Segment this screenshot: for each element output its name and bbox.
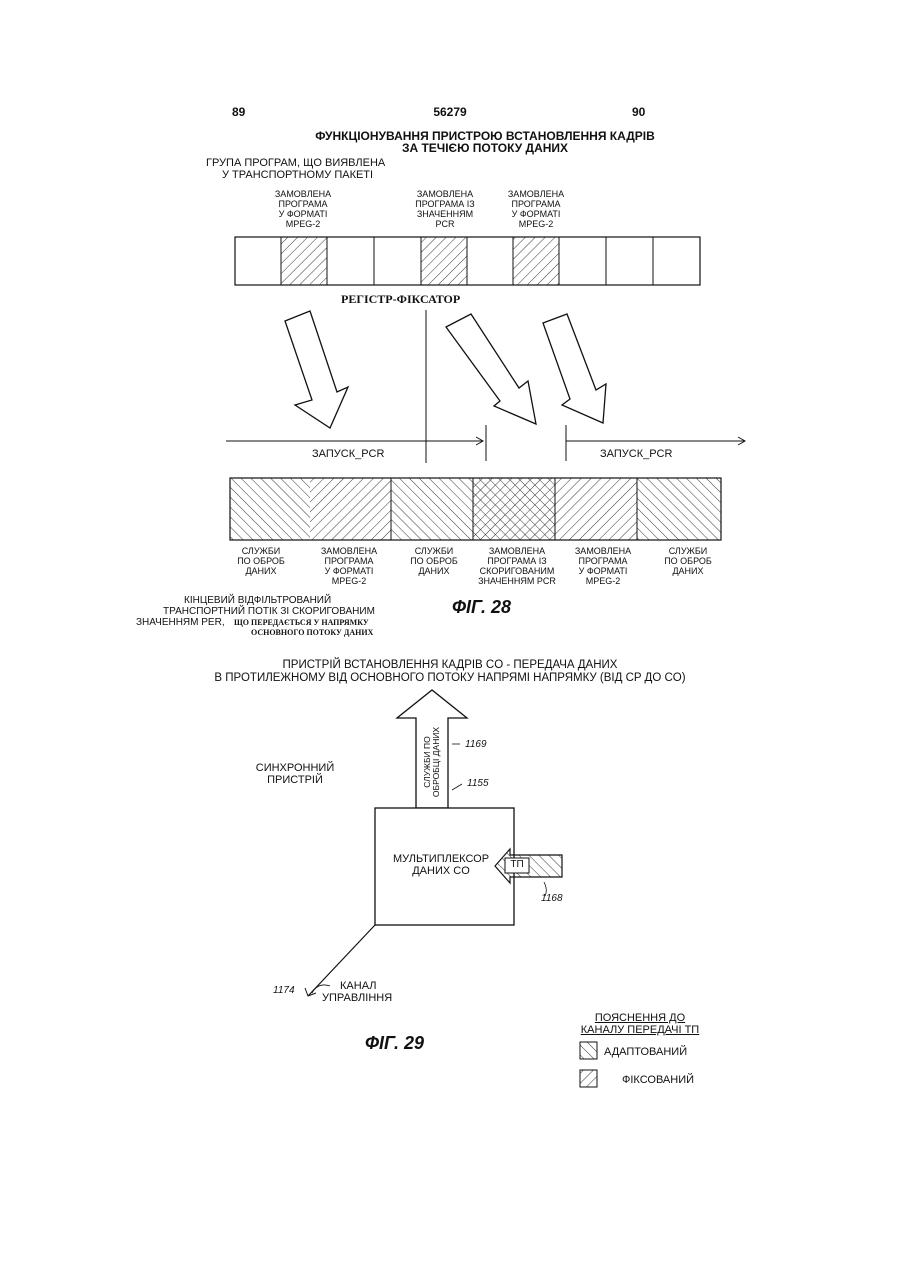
packet-row <box>235 237 700 285</box>
upstream-arrow-label: СЛУЖБИ ПО ОБРОБЦІ ДАНИХ <box>423 727 441 797</box>
final-stream-row <box>230 478 721 540</box>
fig28-caption: ФІГ. 28 <box>452 597 511 617</box>
launch-pcr-right: ЗАПУСК_PCR <box>600 448 672 460</box>
legend-adapted-label: АДАПТОВАНИЙ <box>604 1046 687 1058</box>
label-line: MPEG-2 <box>562 576 644 586</box>
label-line: ДАНИХ <box>650 566 726 576</box>
label-line: СКОРИГОВАНИМ <box>472 566 562 576</box>
mux-line1: МУЛЬТИПЛЕКСОР <box>380 853 502 865</box>
label-line: ПРОГРАМА <box>562 556 644 566</box>
label-line: У ФОРМАТІ <box>308 566 390 576</box>
label-line: ЗНАЧЕННЯМ PCR <box>472 576 562 586</box>
ref-1155: 1155 <box>467 778 489 790</box>
launch-pcr-left: ЗАПУСК_PCR <box>312 448 384 460</box>
label-line: ПРОГРАМА ІЗ <box>472 556 562 566</box>
arrow-shape <box>285 311 348 428</box>
packet-cell-fixed <box>281 237 327 285</box>
fig29-title-line2: В ПРОТИЛЕЖНОМУ ВІД ОСНОВНОГО ПОТОКУ НАПР… <box>170 672 730 684</box>
legend-title-line2: КАНАЛУ ПЕРЕДАЧІ ТП <box>576 1024 704 1036</box>
label-line: ДАНИХ <box>396 566 472 576</box>
label-line: ЗАМОВЛЕНА <box>472 546 562 556</box>
label-line: ПРОГРАМА <box>308 556 390 566</box>
final-stream-line4: ОСНОВНОГО ПОТОКУ ДАНИХ <box>251 627 373 639</box>
label-line: СЛУЖБИ <box>650 546 726 556</box>
label-line: ПО ОБРОБ <box>396 556 472 566</box>
tp-label: ТП <box>505 859 529 871</box>
label-line: СЛУЖБИ <box>225 546 297 556</box>
legend-title-line1: ПОЯСНЕННЯ ДО <box>580 1012 700 1024</box>
control-channel-line1: КАНАЛ <box>340 980 377 992</box>
label-line: ПРОГРАМА ІЗ <box>402 199 488 209</box>
fig29-caption: ФІГ. 29 <box>365 1033 424 1053</box>
label-line: ПРОГРАМА <box>262 199 344 209</box>
packet-cell-fixed <box>513 237 559 285</box>
program-group-line2: У ТРАНСПОРТНОМУ ПАКЕТІ <box>222 169 373 181</box>
label-line: ПРОГРАМА <box>494 199 578 209</box>
label-line: ПО ОБРОБ <box>225 556 297 566</box>
arrow-text-line2: ОБРОБЦІ ДАНИХ <box>432 727 441 797</box>
label-line: ПО ОБРОБ <box>650 556 726 566</box>
label-line: MPEG-2 <box>308 576 390 586</box>
label-line: У ФОРМАТІ <box>562 566 644 576</box>
packet-cell-fixed <box>421 237 467 285</box>
control-channel-line2: УПРАВЛІННЯ <box>322 992 392 1004</box>
label-line: У ФОРМАТІ <box>262 209 344 219</box>
program-group-line1: ГРУПА ПРОГРАМ, ЩО ВИЯВЛЕНА <box>206 157 385 169</box>
final-stream-line3a: ЗНАЧЕННЯМ PER, <box>136 617 225 629</box>
legend-fixed-swatch <box>580 1070 597 1087</box>
arrow-shape <box>446 314 536 424</box>
arrow-shape <box>543 314 606 423</box>
label-line: У ФОРМАТІ <box>494 209 578 219</box>
label-line: PCR <box>402 219 488 229</box>
sync-device-line2: ПРИСТРІЙ <box>250 774 340 786</box>
label-line: СЛУЖБИ <box>396 546 472 556</box>
ref-1169: 1169 <box>465 739 487 751</box>
mux-line2: ДАНИХ CO <box>380 865 502 877</box>
label-line: ЗНАЧЕННЯМ <box>402 209 488 219</box>
label-line: ЗАМОВЛЕНА <box>402 189 488 199</box>
ref-1168: 1168 <box>541 893 563 905</box>
ref-1174: 1174 <box>273 985 295 997</box>
legend-fixed-label: ФІКСОВАНИЙ <box>622 1074 694 1086</box>
register-latch-label: РЕГІСТР-ФІКСАТОР <box>341 293 460 305</box>
fig29-title-line1: ПРИСТРІЙ ВСТАНОВЛЕННЯ КАДРІВ CO - ПЕРЕДА… <box>170 659 730 671</box>
label-line: ДАНИХ <box>225 566 297 576</box>
label-line: ЗАМОВЛЕНА <box>308 546 390 556</box>
label-line: MPEG-2 <box>262 219 344 229</box>
legend-adapted-swatch <box>580 1042 597 1059</box>
hollow-arrows <box>285 311 606 428</box>
fig28-title-line2: ЗА ТЕЧІЄЮ ПОТОКУ ДАНИХ <box>295 142 675 154</box>
label-line: MPEG-2 <box>494 219 578 229</box>
label-line: ЗАМОВЛЕНА <box>562 546 644 556</box>
sync-device-line1: СИНХРОННИЙ <box>250 762 340 774</box>
label-line: ЗАМОВЛЕНА <box>262 189 344 199</box>
label-line: ЗАМОВЛЕНА <box>494 189 578 199</box>
